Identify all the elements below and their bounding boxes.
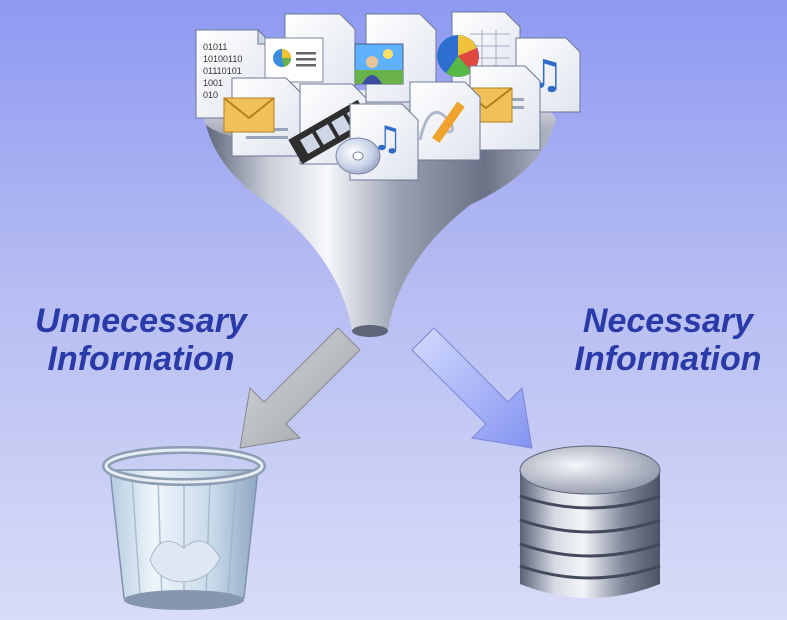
image-document-icon <box>354 13 437 103</box>
arrow-to-database <box>411 327 533 449</box>
binary-line-3: 01110101 <box>203 66 242 76</box>
unnecessary-information-label: Unnecessary Information <box>16 302 266 378</box>
cd-document-icon: ♫ <box>335 103 419 181</box>
drawing-document-icon <box>409 81 481 161</box>
binary-line-1: 01011 <box>203 42 227 52</box>
arrow-to-trash <box>239 327 361 449</box>
unnecessary-label-line1: Unnecessary <box>35 302 247 340</box>
binary-line-5: 010 <box>203 90 218 100</box>
mail-document-icon <box>223 77 301 157</box>
binary-line-2: 10100110 <box>203 54 242 64</box>
database-icon <box>519 445 661 598</box>
necessary-label-line2: Information <box>574 340 762 378</box>
document-pile: 01011 10100110 01110101 1001 010 <box>195 11 581 181</box>
trash-bin-icon <box>102 446 266 610</box>
unnecessary-label-line2: Information <box>47 340 235 378</box>
necessary-information-label: Necessary Information <box>548 302 787 378</box>
binary-line-4: 1001 <box>203 78 223 88</box>
necessary-label-line1: Necessary <box>582 302 754 340</box>
